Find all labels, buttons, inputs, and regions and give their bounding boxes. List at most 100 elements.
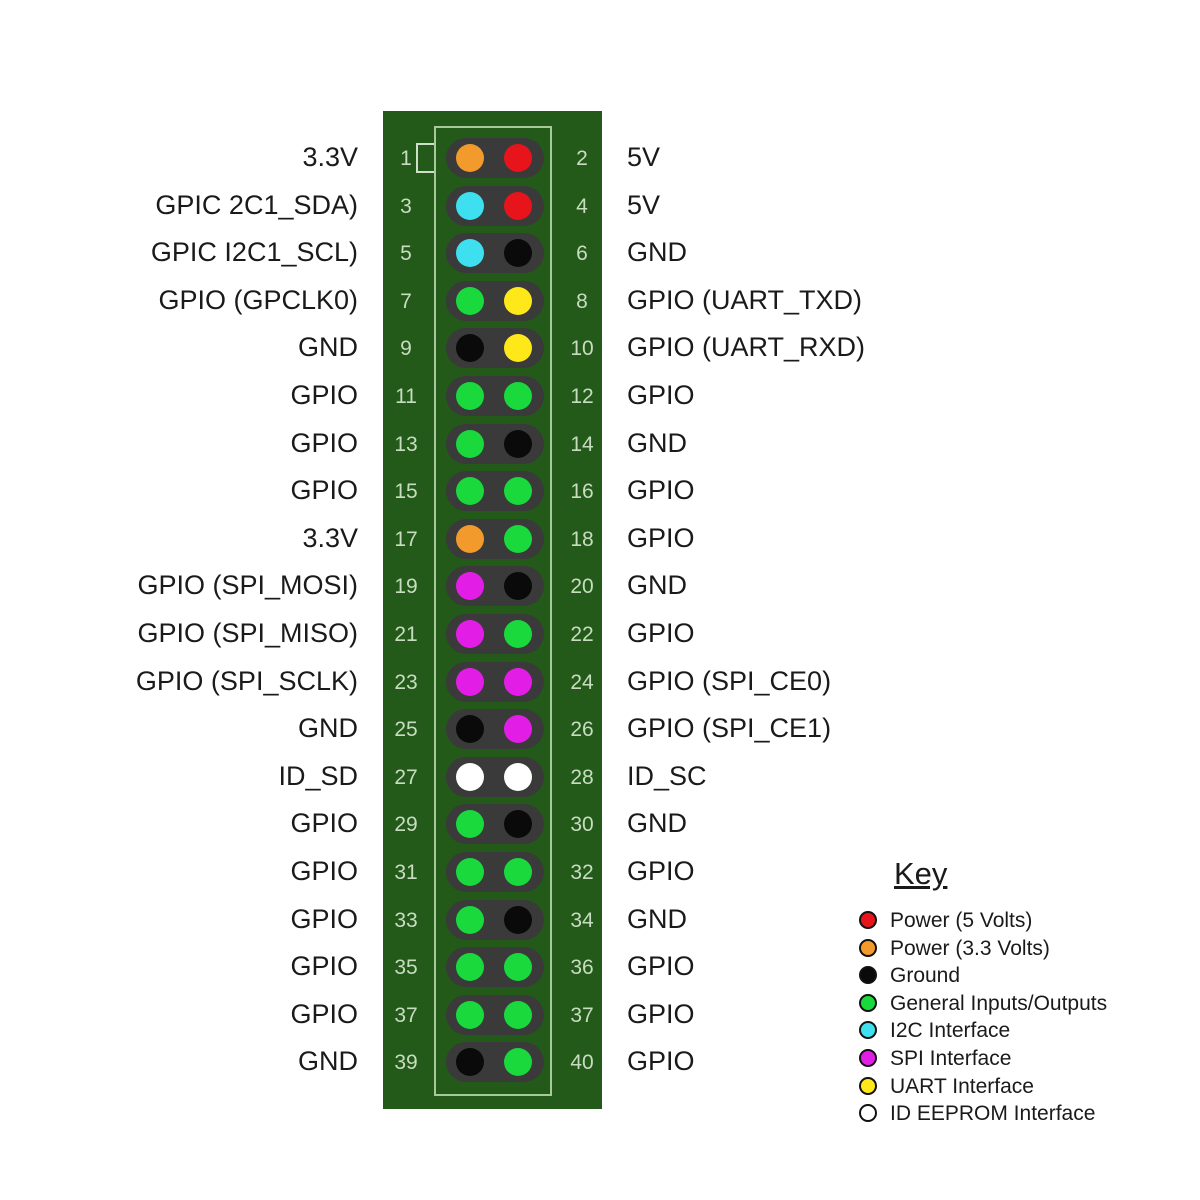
- pin-odd-dot: [456, 810, 484, 839]
- pin-odd-dot: [456, 286, 484, 315]
- pin-odd-dot: [456, 429, 484, 458]
- pin-odd-dot: [456, 191, 484, 220]
- pin-label: GND: [298, 1046, 358, 1077]
- key-label: General Inputs/Outputs: [890, 991, 1108, 1015]
- key-swatch-icon: [859, 1021, 877, 1040]
- pin-odd-dot: [456, 144, 484, 172]
- pin-odd-dot: [456, 953, 484, 982]
- pin-number: 29: [394, 813, 418, 837]
- pin-label: GPIO: [290, 998, 358, 1029]
- pin-label: GND: [627, 570, 687, 601]
- pin-number: 9: [400, 337, 412, 361]
- pin-label: GPIO: [627, 951, 695, 982]
- pin-even-dot: [504, 953, 532, 982]
- pin-label: 3.3V: [302, 522, 358, 553]
- pin-number: 26: [570, 718, 594, 742]
- key-swatch-icon: [859, 911, 877, 929]
- pin-even-dot: [504, 191, 532, 220]
- pin-number: 33: [394, 908, 418, 932]
- pin-label: GPIO: [290, 808, 358, 839]
- key-swatch-icon: [859, 938, 877, 957]
- pin-number: 35: [394, 956, 418, 980]
- pin-label: GPIO: [627, 856, 695, 886]
- key-label: SPI Interface: [890, 1047, 1012, 1070]
- pin-label: GND: [627, 903, 687, 934]
- pin-even-dot: [504, 667, 532, 696]
- pin-label: GPIO (SPI_MOSI): [137, 570, 358, 601]
- pin-number: 27: [394, 765, 418, 789]
- pin-even-dot: [504, 382, 532, 410]
- pin-label: GPIO (SPI_CE1): [627, 713, 832, 744]
- header-board: [383, 111, 602, 1109]
- pin-even-dot: [504, 810, 532, 839]
- pin-label: GND: [298, 332, 358, 363]
- pin-number: 12: [570, 385, 594, 408]
- pin-number: 7: [400, 289, 412, 313]
- pin-odd-dot: [456, 858, 484, 886]
- pin-label: GPIO: [627, 618, 695, 648]
- pin-number: 14: [570, 432, 594, 456]
- pin-number: 3: [400, 194, 412, 218]
- pin-number: 40: [570, 1051, 594, 1075]
- pin-odd-dot: [456, 715, 484, 744]
- pin-even-dot: [504, 572, 532, 601]
- key-swatch-icon: [859, 993, 877, 1012]
- pin-label: GPIO: [627, 998, 695, 1029]
- pin-odd-dot: [456, 524, 484, 553]
- pin-odd-dot: [456, 334, 484, 363]
- pin-number: 5: [400, 242, 412, 266]
- key-swatch-icon: [859, 1104, 877, 1123]
- pin-number: 18: [570, 527, 594, 551]
- pin-number: 31: [394, 861, 418, 884]
- pin-odd-dot: [456, 572, 484, 601]
- key-title: Key: [894, 856, 948, 891]
- pin-label: GPIO (UART_RXD): [627, 332, 866, 363]
- pin-number: 20: [570, 575, 594, 599]
- pin-number: 17: [394, 527, 418, 551]
- key-label: ID EEPROM Interface: [890, 1102, 1096, 1126]
- pin-even-dot: [504, 1048, 532, 1077]
- pin-number: 1: [400, 147, 412, 170]
- pin-even-dot: [504, 239, 532, 268]
- pin-even-dot: [504, 286, 532, 315]
- pin-odd-dot: [456, 382, 484, 410]
- pin-label: GPIO: [290, 951, 358, 982]
- pin-number: 10: [570, 337, 594, 361]
- pin-even-dot: [504, 762, 532, 791]
- pin1-marker: [416, 143, 434, 173]
- pin-number: 8: [576, 289, 588, 313]
- pin-label: 5V: [627, 189, 661, 220]
- pin-number: 16: [570, 480, 594, 504]
- pin-even-dot: [504, 334, 532, 363]
- key-label: Power (5 Volts): [890, 909, 1033, 932]
- pin-label: GPIO: [627, 1046, 695, 1077]
- pin-label: GPIO: [290, 856, 358, 886]
- pin-label: 3.3V: [302, 142, 358, 172]
- pin-even-dot: [504, 715, 532, 744]
- pin-label: GPIO: [627, 522, 695, 553]
- key-label: I2C Interface: [890, 1019, 1011, 1043]
- pin-label: GND: [627, 808, 687, 839]
- pin-label: GPIO (GPCLK0): [158, 284, 358, 315]
- pin-number: 19: [394, 575, 418, 599]
- pin-number: 37: [570, 1003, 594, 1027]
- pin-label: GND: [627, 427, 687, 458]
- header-outline: [434, 126, 552, 1096]
- pin-even-dot: [504, 905, 532, 934]
- pin-label: GPIO (SPI_SCLK): [135, 665, 358, 696]
- pin-number: 21: [394, 623, 418, 646]
- pin-label: GPIO (SPI_MISO): [137, 618, 358, 648]
- pin-even-dot: [504, 429, 532, 458]
- pin-odd-dot: [456, 620, 484, 648]
- pin-label: GPIO: [290, 380, 358, 410]
- pin-label: GPIO: [290, 427, 358, 458]
- pin-number: 37: [394, 1003, 418, 1027]
- pin-label: ID_SC: [627, 760, 707, 791]
- pin-number: 22: [570, 623, 594, 646]
- pin-label: GND: [298, 713, 358, 744]
- pin-number: 4: [576, 194, 588, 218]
- pin-odd-dot: [456, 905, 484, 934]
- key-label: UART Interface: [890, 1074, 1034, 1098]
- pin-even-dot: [504, 858, 532, 886]
- pin-number: 39: [394, 1051, 418, 1075]
